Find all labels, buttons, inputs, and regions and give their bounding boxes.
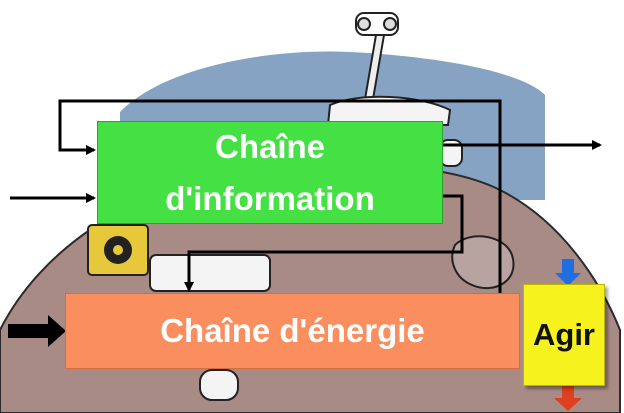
information-chain-label-line2: d'information [165, 179, 375, 217]
energy-chain-label: Chaîne d'énergie [160, 312, 425, 349]
energy-input-arrow [8, 315, 66, 347]
act-label: Agir [533, 317, 595, 352]
agir-input-arrow [555, 259, 581, 286]
rover-body [149, 95, 463, 401]
rock [451, 235, 515, 290]
radiation-sign-icon [87, 224, 149, 276]
information-chain-block: Chaîne d'information [97, 121, 443, 224]
information-chain-label-line1: Chaîne [214, 127, 326, 165]
act-block: Agir [523, 284, 605, 386]
energy-chain-block: Chaîne d'énergie [65, 293, 520, 369]
order-arrow [184, 194, 464, 292]
feedback-arrow-top [58, 99, 502, 295]
agir-output-arrow [554, 386, 582, 411]
connections [10, 99, 602, 295]
